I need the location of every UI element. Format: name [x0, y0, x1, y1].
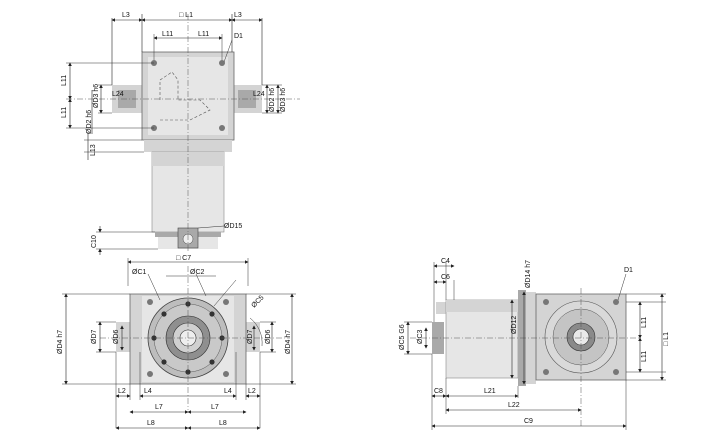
side-adapter-shade: [446, 300, 518, 312]
top-hidden-gear: [159, 71, 211, 121]
dim-C2: ØC2: [190, 269, 205, 276]
dim-L1-side: □ L1: [663, 332, 670, 346]
front-pcd-arc: [249, 317, 263, 347]
dim-L22: L22: [508, 402, 520, 409]
dim-C3: ØC3: [417, 330, 424, 345]
dim-L3-left: L3: [122, 12, 130, 19]
dim-D7-left: ØD7: [91, 330, 98, 345]
dim-L11-a: L11: [162, 31, 173, 38]
dim-L2-right: L2: [248, 388, 256, 395]
dim-C7: □ C7: [176, 255, 191, 262]
dim-L1-top: □ L1: [179, 12, 193, 19]
dim-L4-right: L4: [224, 388, 232, 395]
dim-L4-left: L4: [144, 388, 152, 395]
dim-C6: C6: [441, 274, 450, 281]
top-view: L3 □ L1 L3 L11 L11 D1 L11 L11 L24 ØD3 h6…: [61, 12, 300, 255]
dim-L7-left: L7: [155, 404, 163, 411]
side-adapter-body: [445, 299, 519, 379]
dim-D3-right: ØD3 h6: [280, 88, 287, 112]
dim-D14: ØD14 h7: [525, 260, 532, 288]
dim-L13: L13: [90, 144, 97, 156]
label-D1-side: D1: [624, 267, 633, 274]
dim-D2-right: ØD2 h6: [269, 88, 276, 112]
dim-L11-b: L11: [198, 31, 209, 38]
dim-D4-right: ØD4 h7: [285, 330, 292, 354]
front-view: □ C7 ØC1 ØC2: [57, 255, 296, 430]
dim-L8-right: L8: [219, 420, 227, 427]
dim-C9: C9: [524, 418, 533, 425]
top-bolt-hole: [219, 60, 225, 66]
dim-D2-left: ØD2 h6: [86, 110, 93, 134]
dim-L7-right: L7: [211, 404, 219, 411]
dim-C8: C8: [434, 388, 443, 395]
dim-L11-v1: L11: [61, 75, 68, 86]
label-D1-top: D1: [234, 33, 243, 40]
front-flange-bolts: [151, 301, 225, 375]
top-bolt-hole: [219, 125, 225, 131]
dim-C5-front: ØC5: [250, 294, 265, 309]
dim-D6-left: ØD6: [113, 330, 120, 345]
dim-C5-side: ØC5 G6: [399, 324, 406, 350]
dim-D15: ØD15: [224, 223, 242, 230]
dim-D7-right: ØD7: [247, 330, 254, 345]
dim-L2-left: L2: [118, 388, 126, 395]
dim-L11-v2: L11: [61, 107, 68, 118]
dim-L8-left: L8: [147, 420, 155, 427]
dim-L24-right: L24: [253, 91, 265, 98]
dim-C1: ØC1: [132, 269, 147, 276]
dim-L11-side-b: L11: [641, 351, 648, 362]
dim-D4-left: ØD4 h7: [57, 330, 64, 354]
dim-L11-side-a: L11: [641, 317, 648, 328]
side-view: C4 C6 ØD14 h7 ØD12 D1 ØC5 G6 ØC3 L11 L11…: [399, 258, 670, 430]
dim-D3-left: ØD3 h6: [93, 84, 100, 108]
dim-D12: ØD12: [511, 316, 518, 334]
side-key: [436, 302, 446, 314]
dim-L21: L21: [484, 388, 496, 395]
dim-L3-right: L3: [234, 12, 242, 19]
dim-D6-right: ØD6: [265, 330, 272, 345]
dim-C10: C10: [91, 235, 98, 248]
dim-L24-left: L24: [112, 91, 124, 98]
dim-C4: C4: [441, 258, 450, 265]
